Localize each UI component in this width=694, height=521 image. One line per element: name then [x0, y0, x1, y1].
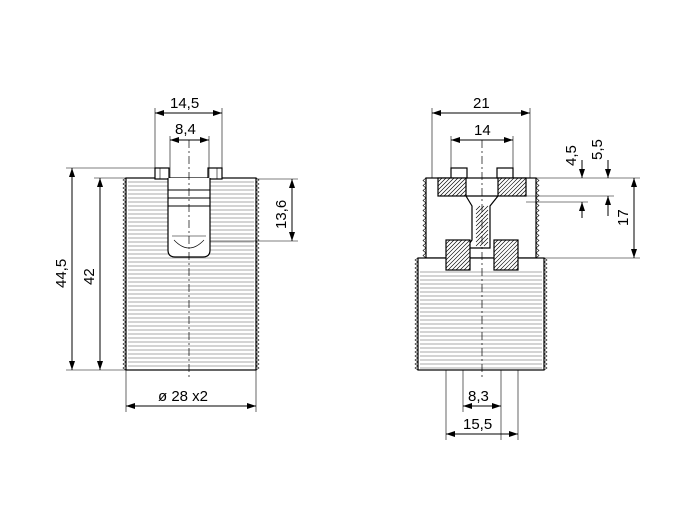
section-hatch [497, 177, 507, 187]
section-hatch [497, 177, 511, 191]
section-hatch [493, 239, 519, 265]
section-hatch [483, 241, 489, 247]
dim-left-8-4: 8,4 [169, 121, 210, 178]
section-hatch [437, 177, 443, 183]
section-hatch [493, 243, 519, 269]
section-hatch [503, 255, 519, 271]
section-hatch [475, 205, 485, 215]
dim-right-bottom-outer: 15,5 [463, 416, 492, 433]
right-lower-body [414, 257, 548, 371]
dim-right-small-1: 4,5 [563, 145, 580, 166]
section-hatch [493, 239, 507, 253]
dim-right-14: 14 [450, 122, 514, 168]
dim-right-15-5: 15,5 [445, 370, 519, 440]
section-hatch [499, 177, 519, 197]
section-hatch [515, 185, 527, 197]
dim-left-height-thread: 42 [81, 268, 98, 285]
section-hatch [437, 177, 455, 195]
section-hatch [475, 205, 481, 211]
dim-left-13-6: 13,6 [210, 178, 298, 242]
right-top-lug-right [496, 167, 514, 179]
section-hatch [523, 193, 527, 197]
section-hatch [493, 239, 515, 261]
section-hatch [519, 189, 527, 197]
section-hatch [437, 177, 447, 187]
section-hatch [459, 189, 467, 197]
section-hatch [493, 239, 511, 257]
dim-left-diameter-text: ø 28 x2 [158, 388, 208, 405]
dim-right-top-inner: 14 [474, 122, 491, 139]
section-hatch [459, 259, 471, 271]
dim-left-slot-depth: 13,6 [273, 200, 290, 229]
section-hatch [479, 237, 489, 247]
section-hatch [455, 185, 467, 197]
section-hatch [445, 243, 471, 269]
section-hatch [463, 193, 467, 197]
section-hatch [503, 177, 523, 197]
section-hatch [447, 177, 467, 197]
section-hatch [497, 177, 515, 195]
section-hatch [493, 239, 503, 249]
right-view: 21 14 4,5 5,5 17 [414, 95, 640, 440]
section-hatch [515, 267, 519, 271]
dim-right-small-2: 5,5 [589, 139, 606, 160]
section-hatch [507, 177, 527, 197]
dim-right-8-3: 8,3 [462, 370, 502, 440]
left-top-tab-right [207, 167, 223, 180]
section-hatch [447, 247, 471, 271]
right-lower-section [418, 239, 544, 271]
section-hatch [463, 263, 471, 271]
dim-left-42: 42 [81, 177, 126, 370]
left-view: 14,5 8,4 44,5 42 13,6 [53, 95, 298, 412]
dim-right-17: 17 [544, 178, 640, 259]
section-hatch [445, 239, 455, 249]
section-hatch [445, 239, 463, 257]
dim-left-height-total: 44,5 [53, 259, 70, 288]
section-hatch [511, 263, 519, 271]
right-top-section [437, 177, 527, 197]
section-hatch [439, 177, 459, 197]
dim-left-diameter: ø 28 x2 [125, 370, 257, 412]
dim-left-top-inner: 8,4 [175, 121, 196, 138]
section-hatch [451, 251, 471, 271]
section-hatch [445, 239, 459, 253]
dim-right-21: 21 [431, 95, 531, 178]
section-hatch [467, 267, 471, 271]
dim-right-small: 4,5 5,5 [526, 139, 640, 218]
section-hatch [511, 181, 527, 197]
section-hatch [497, 177, 503, 183]
section-hatch [445, 239, 451, 245]
dim-right-top-outer: 21 [473, 95, 490, 112]
section-hatch [493, 239, 499, 245]
section-hatch [451, 181, 467, 197]
section-hatch [499, 251, 519, 271]
section-hatch [495, 247, 519, 271]
section-hatch [455, 255, 471, 271]
section-hatch [445, 239, 471, 265]
left-top-tab-left [154, 167, 170, 180]
dim-left-44-5: 44,5 [53, 167, 155, 371]
right-top-lug-left [450, 167, 468, 179]
section-hatch [507, 259, 519, 271]
dim-right-bottom-inner: 8,3 [468, 388, 489, 405]
dim-right-side: 17 [615, 209, 632, 226]
dim-left-top-outer: 14,5 [170, 95, 199, 112]
section-hatch [443, 177, 463, 197]
section-hatch [445, 239, 467, 261]
dim-left-14-5: 14,5 [154, 95, 223, 170]
section-hatch [437, 177, 451, 191]
